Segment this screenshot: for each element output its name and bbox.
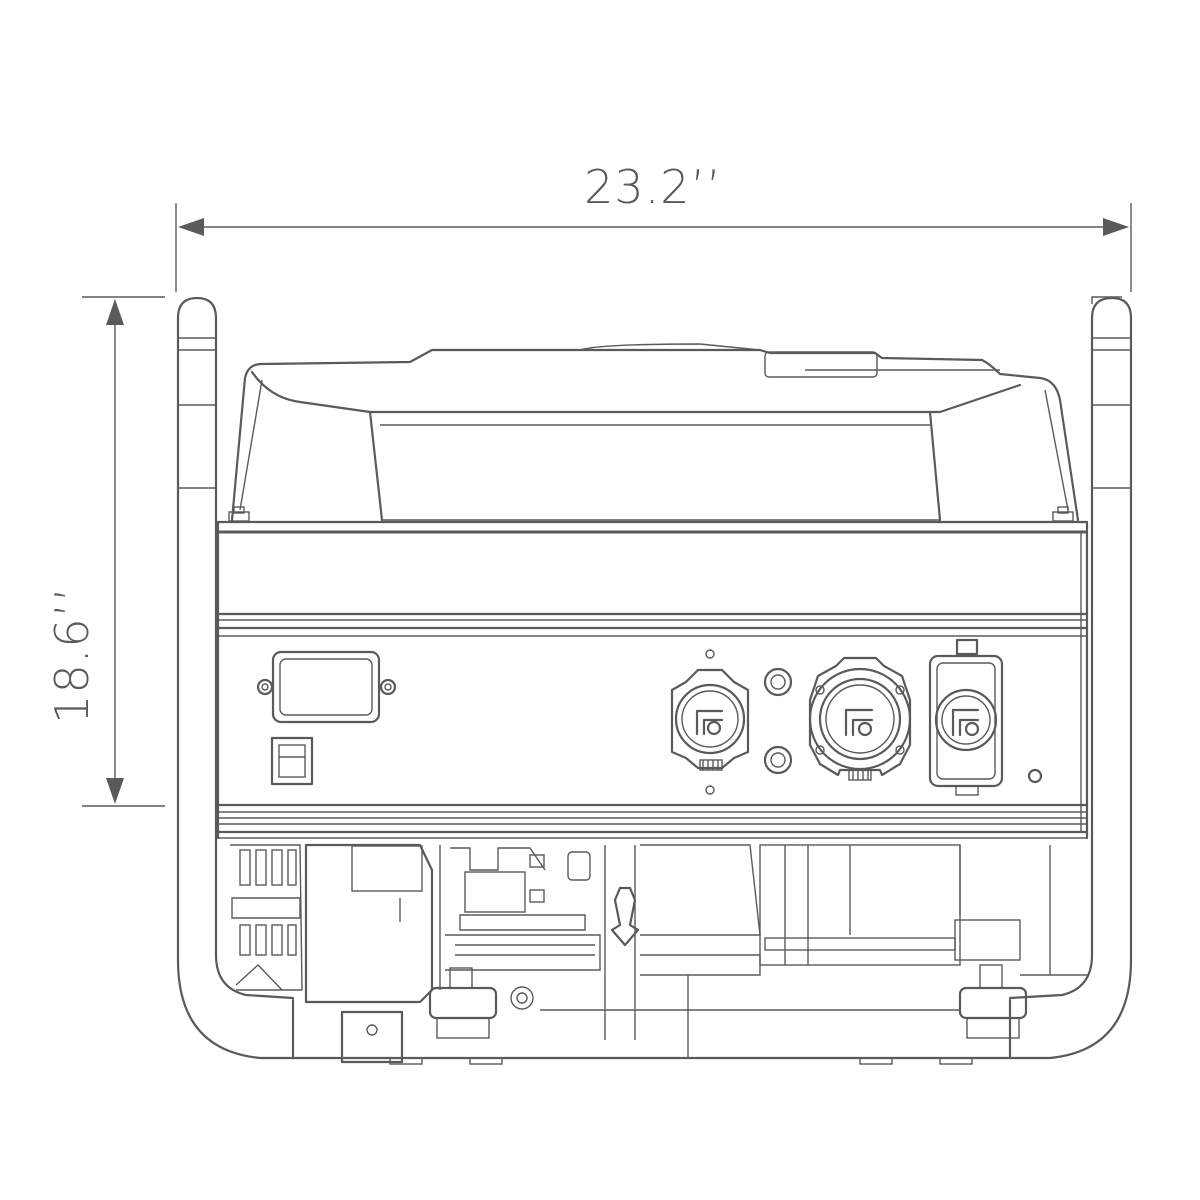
outlet-right[interactable] <box>928 638 1004 796</box>
height-arrow-bottom <box>106 778 124 804</box>
upper-panel-band <box>216 520 1089 840</box>
height-label: 18.6’’ <box>45 586 99 724</box>
vibration-mount-right <box>958 964 1028 1039</box>
hour-meter-display <box>256 650 397 724</box>
vibration-mount-left <box>428 967 498 1039</box>
control-panel <box>216 638 1089 839</box>
height-dimension: 18.6’’ <box>45 296 165 807</box>
width-label: 23.2’’ <box>584 160 722 214</box>
outlet-center[interactable] <box>808 656 912 781</box>
tube-frame <box>176 296 1133 1065</box>
circuit-breaker-top[interactable] <box>763 667 793 697</box>
fuel-tank <box>228 343 1080 522</box>
rocker-switch[interactable] <box>270 736 314 786</box>
engine-section <box>230 843 1087 1064</box>
width-arrow-right <box>1103 218 1129 236</box>
handle-bracket <box>340 1010 404 1064</box>
indicator-light <box>1027 768 1043 784</box>
outlet-left[interactable] <box>670 649 750 795</box>
width-dimension: 23.2’’ <box>175 160 1132 292</box>
height-arrow-top <box>106 299 124 325</box>
circuit-breaker-bottom[interactable] <box>763 745 793 775</box>
width-arrow-left <box>178 218 204 236</box>
